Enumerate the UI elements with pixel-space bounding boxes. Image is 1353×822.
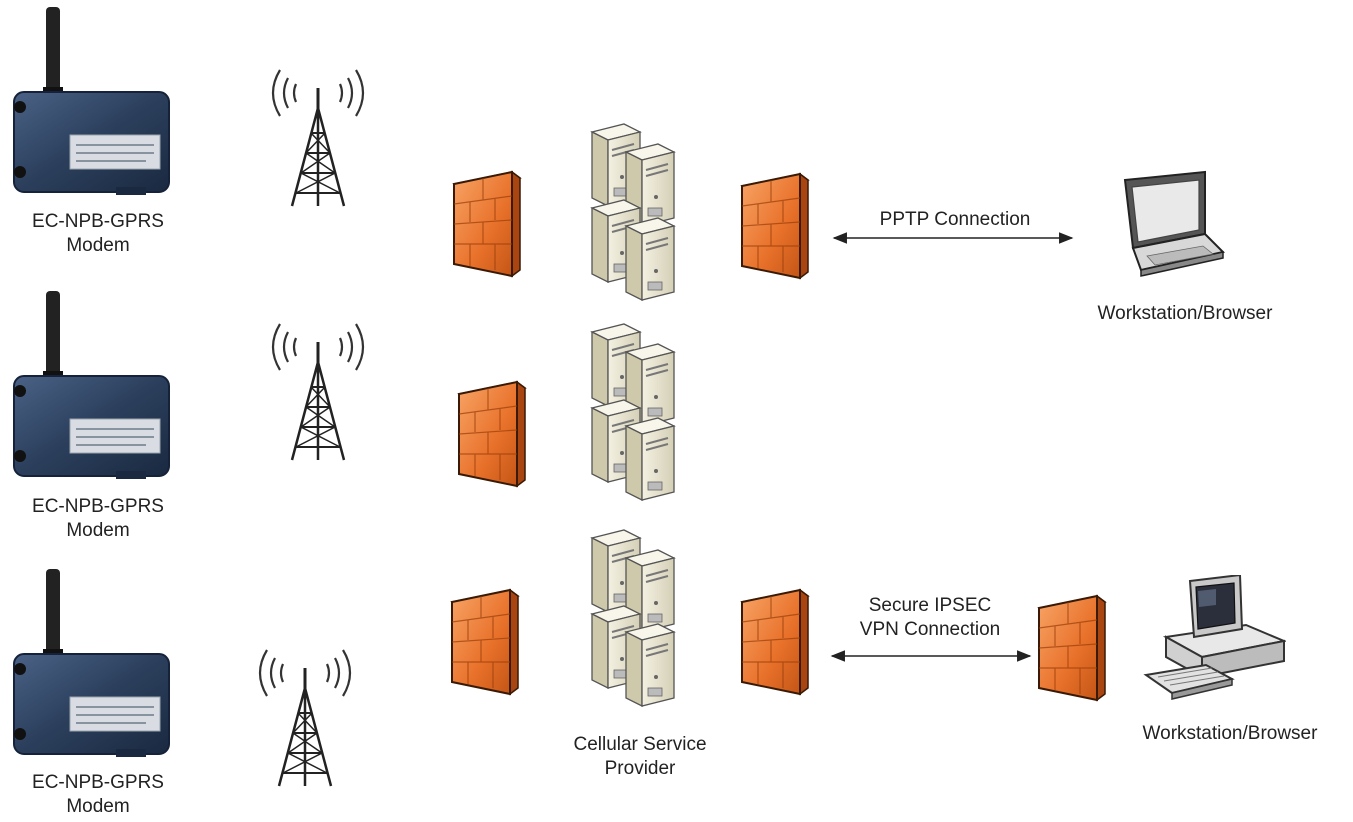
modem-icon [6, 290, 176, 482]
workstation-label: Workstation/Browser [1097, 303, 1273, 324]
firewall-icon [450, 170, 524, 282]
server-icon [584, 528, 704, 708]
vpn-connection-arrow [830, 650, 1032, 662]
cell-tower-icon [258, 58, 378, 208]
firewall-icon [1035, 594, 1109, 706]
modem-icon [6, 6, 176, 198]
server-icon [584, 122, 704, 302]
server-icon [584, 322, 704, 502]
firewall-icon [738, 172, 812, 284]
laptop-icon [1085, 170, 1225, 290]
workstation-label: Workstation/Browser [1142, 723, 1318, 744]
modem-icon [6, 568, 176, 760]
firewall-icon [448, 588, 522, 700]
cell-tower-icon [245, 638, 365, 788]
cell-tower-icon [258, 312, 378, 462]
firewall-icon [455, 380, 529, 492]
pptp-connection-arrow [832, 232, 1074, 244]
pptp-connection-label: PPTP Connection [879, 209, 1031, 230]
desktop-computer-icon [1136, 575, 1286, 705]
provider-label: Cellular Service Provider [573, 734, 707, 779]
firewall-icon [738, 588, 812, 700]
vpn-connection-label: Secure IPSEC VPN Connection [859, 595, 1001, 640]
